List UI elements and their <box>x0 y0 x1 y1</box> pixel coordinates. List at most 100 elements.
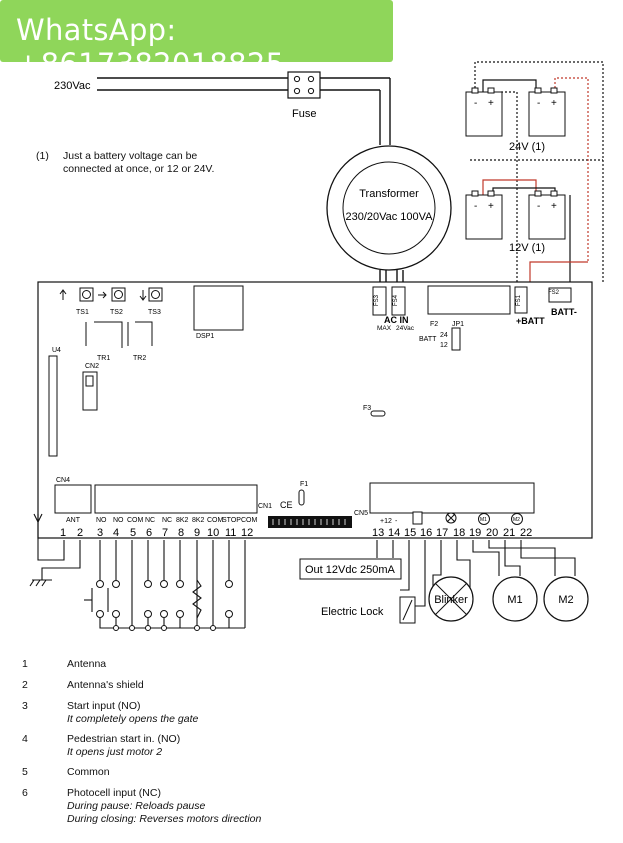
arrow-up-icon <box>59 289 67 300</box>
label-u4: U4 <box>52 347 61 354</box>
right-terminal-numbers: 13 14 15 16 17 18 19 20 21 22 <box>372 527 532 539</box>
label-jp1: JP1 <box>452 321 464 328</box>
label-fs3: FS3 <box>374 294 380 306</box>
terminal-label-nc-2: NC <box>162 517 172 524</box>
label-cn4: CN4 <box>56 477 70 484</box>
terminal-number-13: 13 <box>372 527 384 539</box>
label-24vac: 24Vac <box>396 325 415 332</box>
label-jp-12: 12 <box>440 342 448 349</box>
label-fs1: FS1 <box>516 294 522 306</box>
terminal-number-10: 10 <box>207 527 219 539</box>
battery-minus-3: - <box>474 201 477 212</box>
jumper-jp1 <box>451 327 461 351</box>
connector-fs2 <box>548 287 572 303</box>
motor-m1 <box>492 576 538 622</box>
legend-title: Photocell input (NC) <box>67 787 161 799</box>
label-dsp1: DSP1 <box>196 333 214 340</box>
terminal-label-plus12: +12 <box>380 518 392 525</box>
battery-24v-left <box>465 87 503 137</box>
label-batt: BATT <box>419 336 437 343</box>
whatsapp-banner-text: WhatsApp: +8617382018825 <box>16 13 285 81</box>
battery-plus-4: + <box>551 201 557 212</box>
terminal-number-1: 1 <box>60 527 66 539</box>
legend-detail: During pause: Reloads pause <box>67 800 206 812</box>
legend-number: 5 <box>22 766 28 778</box>
battery-12v-label: 12V (1) <box>509 242 545 254</box>
terminal-number-21: 21 <box>503 527 515 539</box>
label-f2: F2 <box>430 321 438 328</box>
arrow-down-icon <box>139 290 147 301</box>
terminal-label-minus: - <box>395 518 398 525</box>
label-ts2: TS2 <box>110 309 123 316</box>
label-f3: F3 <box>363 405 371 412</box>
left-terminal-numbers: 1 2 3 4 5 6 7 8 9 10 11 12 <box>60 527 253 539</box>
terminal-label-8k2-2: 8K2 <box>192 517 205 524</box>
trimmer-ts2 <box>111 287 126 302</box>
connector-fs1 <box>514 286 528 314</box>
terminal-label-8k2-1: 8K2 <box>176 517 189 524</box>
terminal-number-18: 18 <box>453 527 465 539</box>
battery-plus-1: + <box>488 98 494 109</box>
mains-supply <box>97 77 391 145</box>
connector-u4 <box>48 355 58 457</box>
terminal-number-12: 12 <box>241 527 253 539</box>
motor-m2 <box>543 576 589 622</box>
terminal-number-17: 17 <box>436 527 448 539</box>
out-12vdc-box <box>299 558 402 580</box>
transformer-title: Transformer <box>359 188 419 200</box>
terminal-number-6: 6 <box>146 527 152 539</box>
motor-m2-label: M2 <box>558 594 573 606</box>
label-tr2: TR2 <box>133 355 146 362</box>
terminal-number-9: 9 <box>194 527 200 539</box>
left-terminal-top-labels: ANT NO NO COM NC NC 8K2 8K2 COM STOP COM <box>66 517 258 524</box>
transformer-outer <box>326 145 452 271</box>
battery-12v-left <box>465 190 503 240</box>
terminal-block-cn4 <box>54 484 92 514</box>
fuse-f3 <box>370 410 386 417</box>
terminal-label-no-1: NO <box>96 517 107 524</box>
fuse-label: Fuse <box>292 108 316 120</box>
contact-circles <box>96 580 233 631</box>
battery-plus-3: + <box>488 201 494 212</box>
legend-title: Antenna <box>67 658 107 670</box>
m2-symbol-label: M2 <box>513 517 520 523</box>
label-batt-minus: BATT- <box>551 307 577 317</box>
label-f1: F1 <box>300 481 308 488</box>
terminal-block-cn5 <box>369 482 535 514</box>
terminal-number-2: 2 <box>77 527 83 539</box>
label-ac-in: AC IN <box>384 315 409 325</box>
label-tr1: TR1 <box>97 355 110 362</box>
legend-detail: During closing: Reverses motors directio… <box>67 813 262 825</box>
note-line-2: connected at once, or 12 or 24V. <box>63 163 215 175</box>
battery-24v-right <box>528 87 566 137</box>
label-batt-plus: +BATT <box>516 316 545 326</box>
relay-tr2 <box>127 321 153 346</box>
dip-switch-slots <box>272 519 346 525</box>
legend-title: Common <box>67 766 110 778</box>
legend-title: Antenna's shield <box>67 679 144 691</box>
trimmer-ts3 <box>148 287 163 302</box>
blinker-lamp <box>428 576 474 622</box>
antenna-wiring <box>29 513 81 587</box>
terminal-number-15: 15 <box>404 527 416 539</box>
battery-24v-label: 24V (1) <box>509 141 545 153</box>
label-cn2: CN2 <box>85 363 99 370</box>
label-fs2: FS2 <box>548 290 560 296</box>
terminal-number-22: 22 <box>520 527 532 539</box>
label-cn5: CN5 <box>354 510 368 517</box>
battery-minus-1: - <box>474 98 477 109</box>
legend-number: 1 <box>22 658 28 670</box>
legend-detail: It opens just motor 2 <box>67 746 163 758</box>
label-ts1: TS1 <box>76 309 89 316</box>
legend-title: Start input (NO) <box>67 700 141 712</box>
terminal-label-com-2: COM <box>207 517 224 524</box>
label-jp-24: 24 <box>440 332 448 339</box>
terminal-label-com-3: COM <box>241 517 258 524</box>
motor-m1-label: M1 <box>507 594 522 606</box>
terminal-number-20: 20 <box>486 527 498 539</box>
terminal-number-14: 14 <box>388 527 400 539</box>
blinker-label: Blinker <box>434 594 468 606</box>
terminal-label-no-2: NO <box>113 517 124 524</box>
battery-12v-right <box>528 190 566 240</box>
